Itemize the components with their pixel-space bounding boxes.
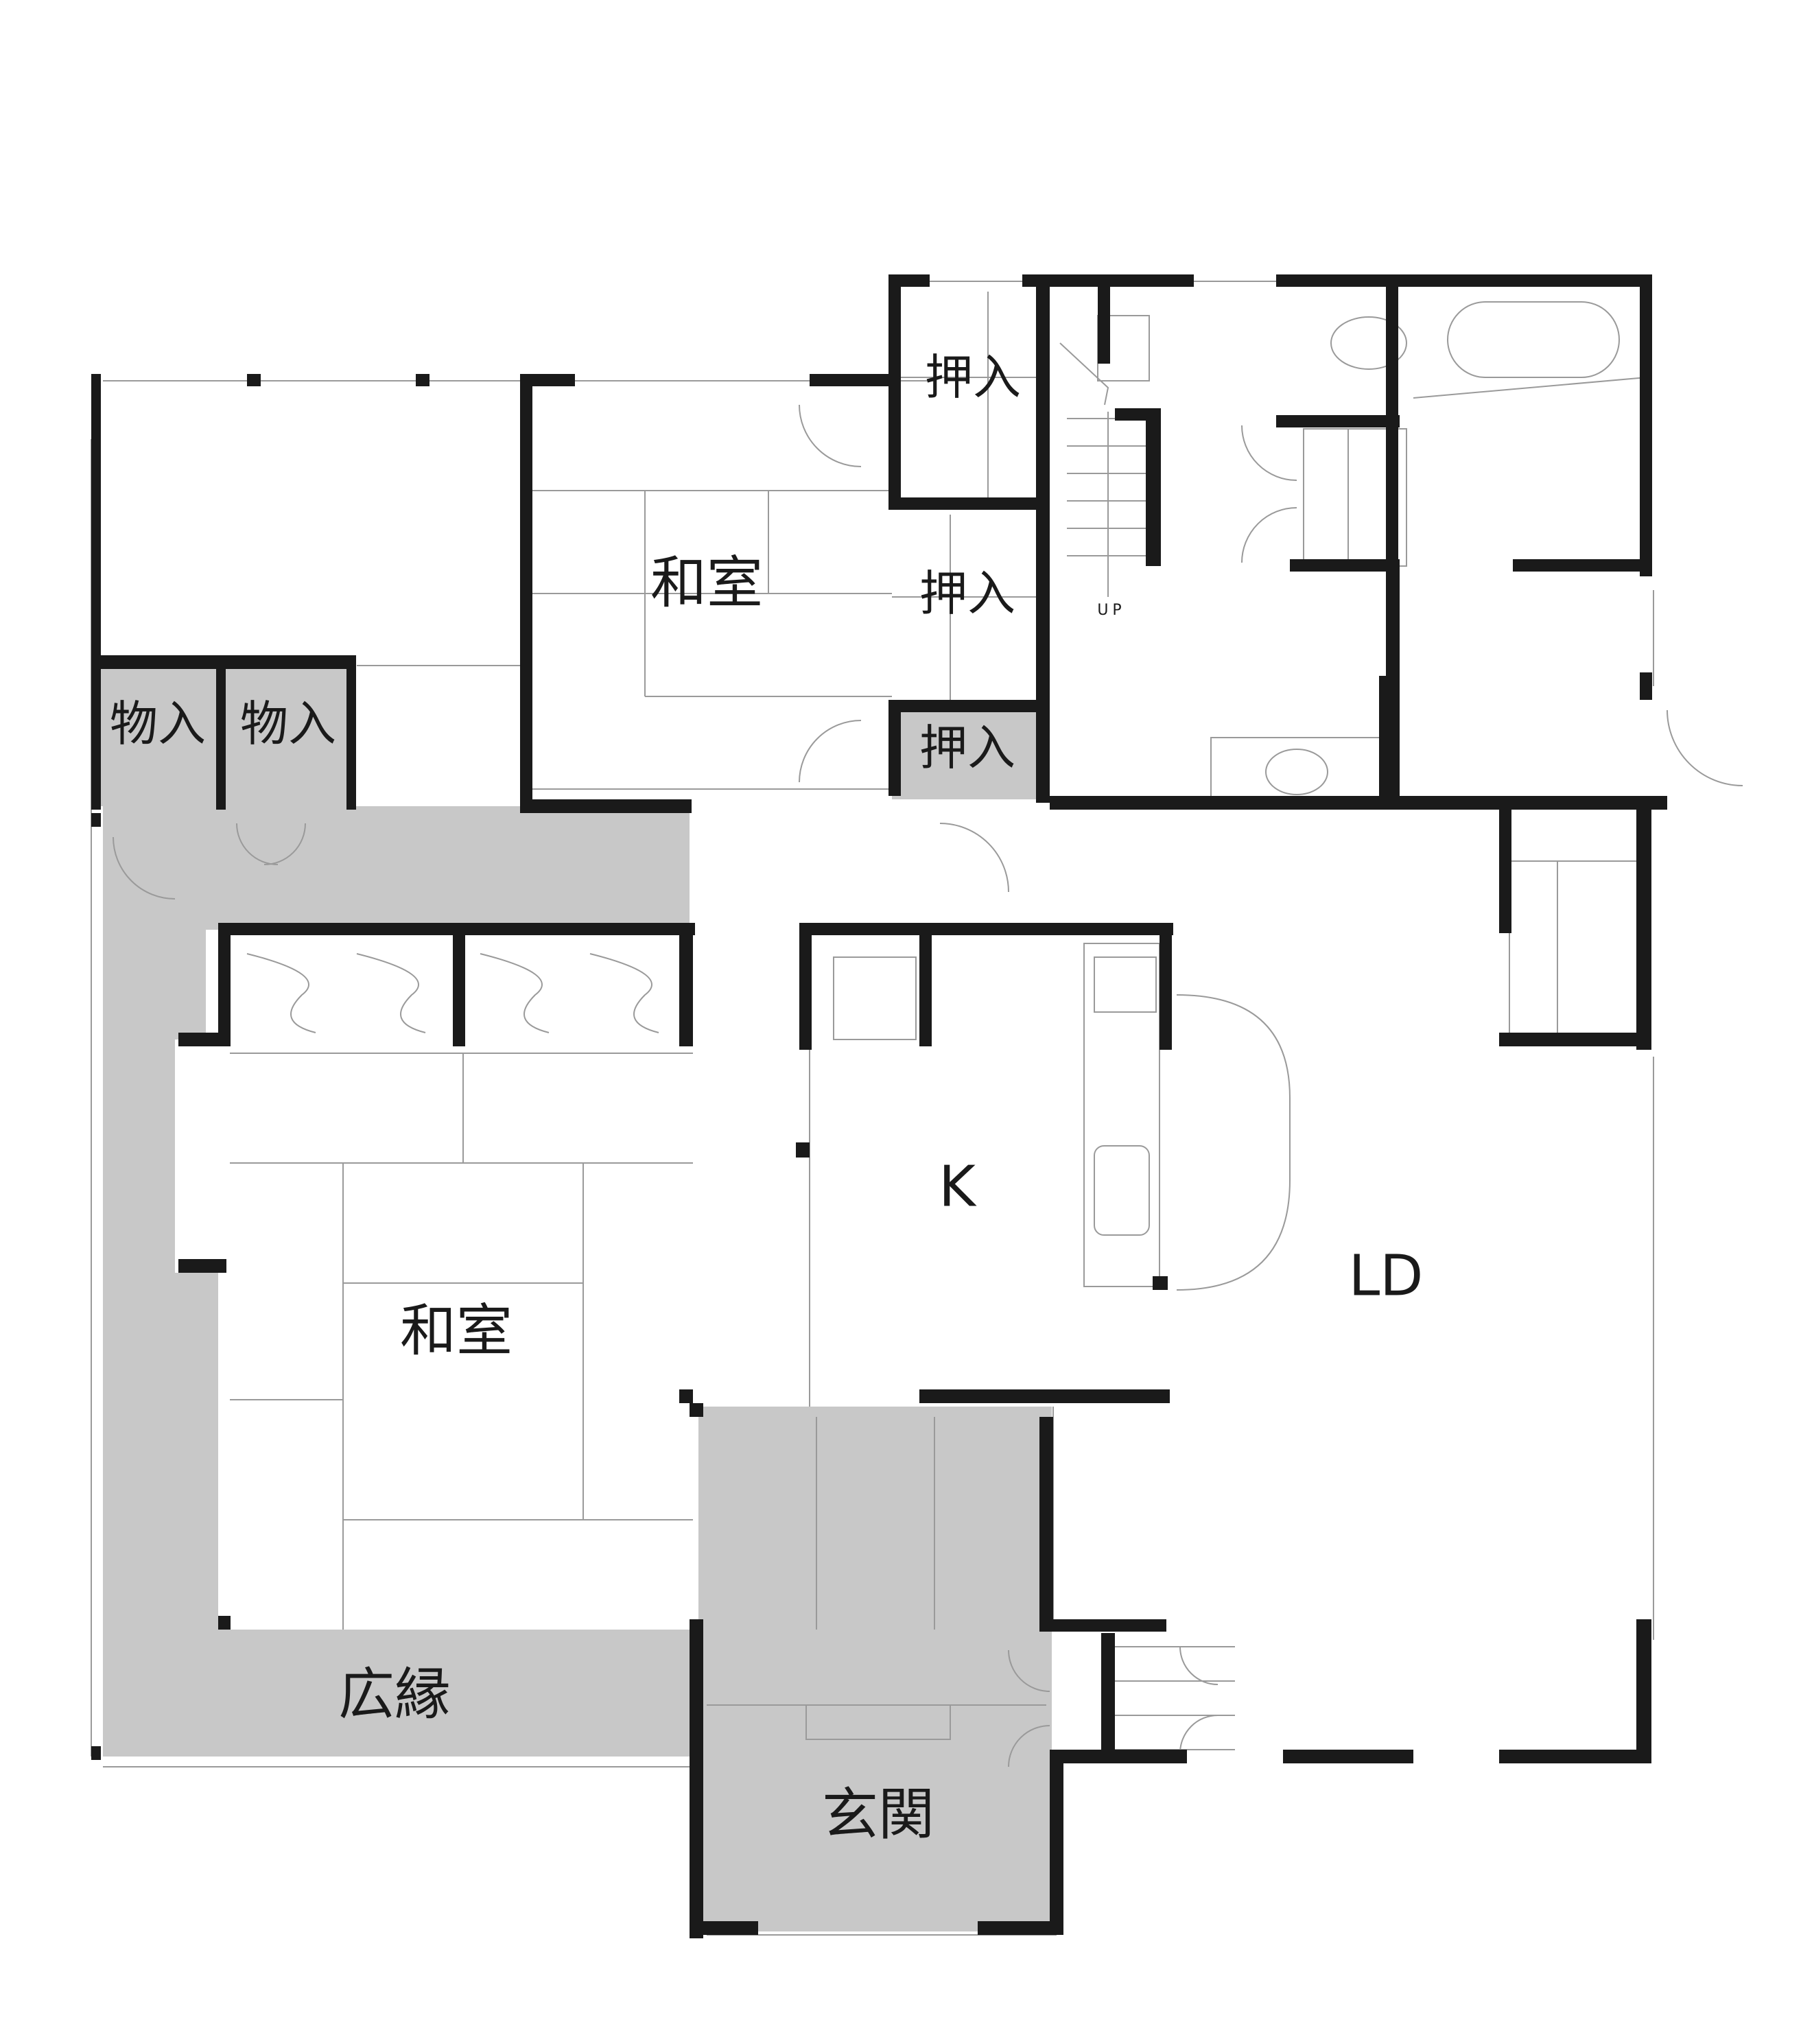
thin-lines xyxy=(91,281,1743,1936)
room-label-kitchen: K xyxy=(939,1154,977,1219)
room-label-oshiire-3: 押入 xyxy=(919,720,1015,776)
room-label-monoire-2: 物入 xyxy=(240,696,336,752)
monoire-1-floor xyxy=(96,662,216,806)
room-label-hiroen: 広縁 xyxy=(338,1662,451,1727)
room-label-washitsu-lower: 和室 xyxy=(400,1298,513,1363)
room-label-washitsu-upper: 和室 xyxy=(650,550,763,615)
monoire-2-floor xyxy=(223,662,346,806)
room-label-oshiire-1: 押入 xyxy=(925,349,1021,406)
room-label-genkan: 玄関 xyxy=(822,1782,934,1847)
genkan-floor xyxy=(698,1630,1052,1931)
hiroen-floor xyxy=(103,806,690,1757)
room-label-living-dining: LD xyxy=(1349,1243,1424,1308)
oshiire-3-floor xyxy=(892,710,1046,799)
entry-step-floor xyxy=(698,1407,1052,1630)
walls xyxy=(91,274,1667,1938)
shaded-areas xyxy=(96,662,1052,1931)
room-label-monoire-1: 物入 xyxy=(110,696,206,752)
room-label-oshiire-2: 押入 xyxy=(919,565,1015,622)
stair-up-label: UP xyxy=(1097,602,1125,619)
